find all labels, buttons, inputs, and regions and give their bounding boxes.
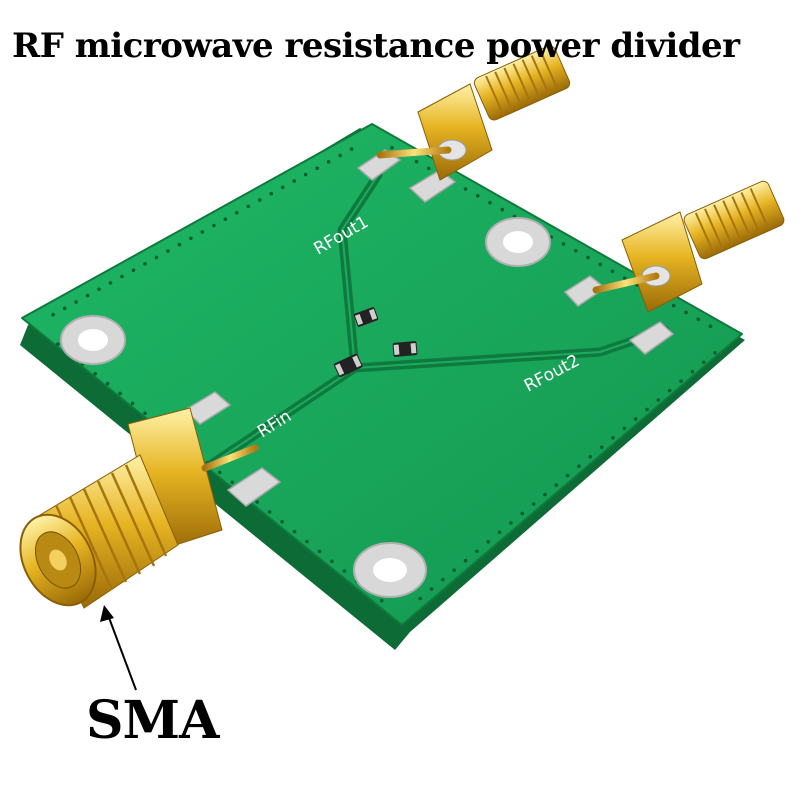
smd-resistors — [333, 307, 418, 378]
sma-connector-rfout1 — [376, 45, 571, 181]
page-title: RF microwave resistance power divider — [12, 26, 740, 66]
via-dots — [51, 146, 717, 603]
sma-connector-rfin — [19, 407, 259, 609]
sma-callout-label: SMA — [86, 690, 219, 751]
sma-connector-rfout2 — [592, 180, 785, 313]
callout-arrow — [100, 605, 137, 691]
pcb-board — [21, 123, 743, 626]
mounting-holes — [60, 217, 551, 598]
